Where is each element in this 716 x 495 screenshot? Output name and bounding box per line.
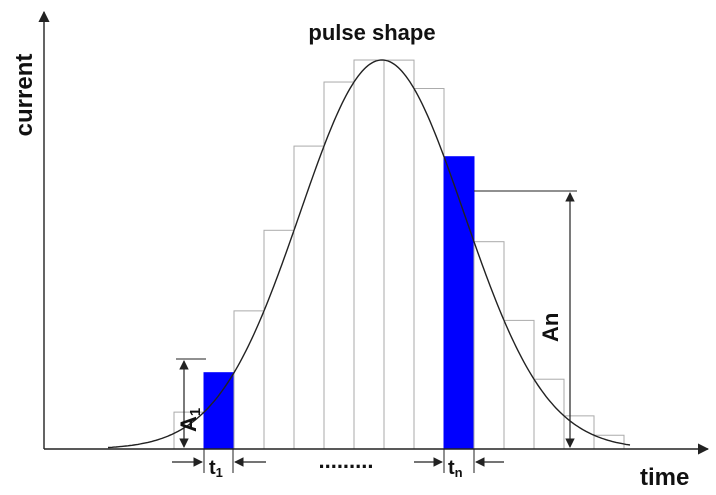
pulse-bar — [533, 378, 565, 450]
interval-ellipsis: ......... — [318, 448, 373, 473]
amplitude-an-annotation: An — [474, 190, 577, 448]
interval-tn-label: tn — [448, 457, 463, 480]
pulse-bar — [293, 145, 325, 450]
pulse-bar — [413, 88, 445, 450]
pulse-curve — [107, 59, 631, 449]
pulse-bar — [473, 241, 505, 450]
interval-t1-annotation: t1 — [172, 449, 266, 480]
pulse-bar — [323, 81, 355, 450]
y-axis-label: current — [11, 54, 38, 137]
x-axis-label: time — [640, 464, 689, 491]
pulse-bar — [503, 319, 535, 450]
highlighted-bar — [203, 372, 235, 450]
interval-tn-annotation: tn — [414, 449, 504, 480]
pulse-bar — [233, 310, 265, 450]
pulse-bar — [353, 59, 385, 450]
amplitude-an-label: An — [538, 313, 563, 342]
amplitude-a1-annotation: A1 — [176, 358, 206, 448]
pulse-bar — [263, 229, 295, 450]
highlighted-bar — [443, 156, 475, 450]
pulse-bars — [173, 59, 625, 450]
amplitude-a1-label: A1 — [176, 408, 204, 432]
chart-title: pulse shape — [308, 20, 435, 45]
pulse-bar — [383, 59, 415, 450]
interval-t1-label: t1 — [209, 457, 223, 480]
